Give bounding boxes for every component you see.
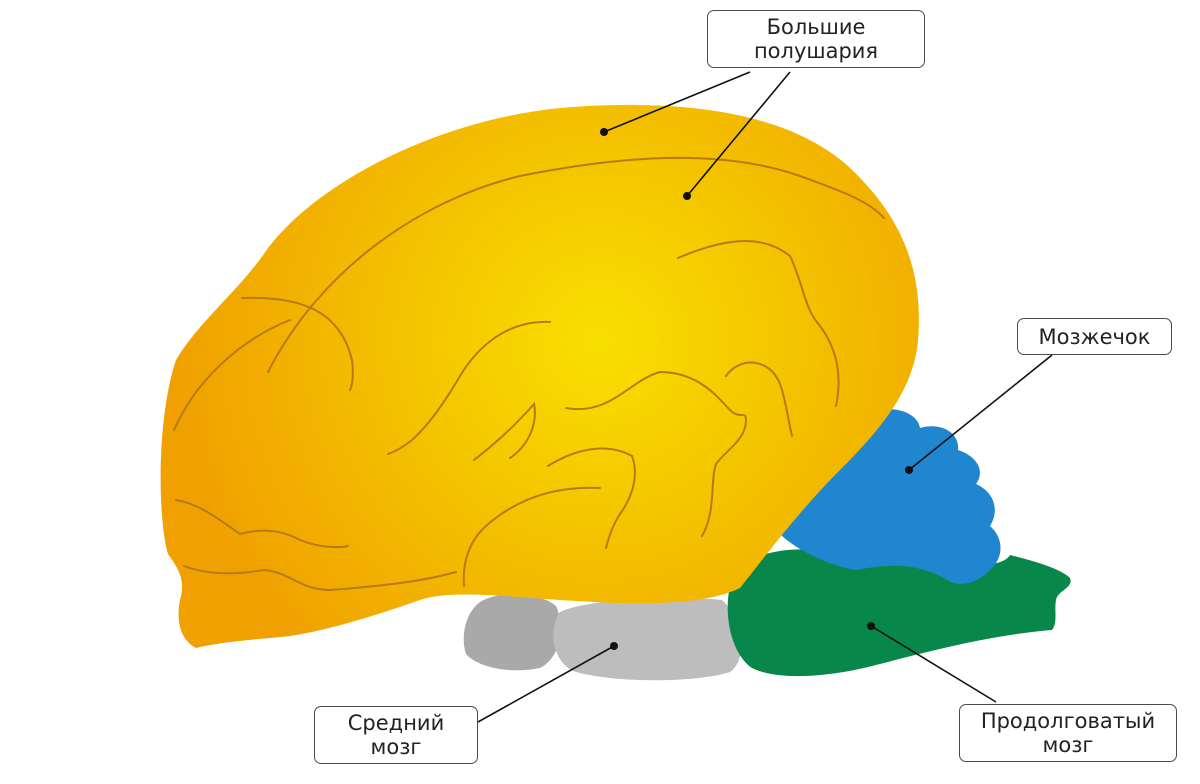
dot-hemispheres-b xyxy=(683,192,691,200)
sulcus-line xyxy=(267,156,885,373)
leader-midbrain xyxy=(477,645,615,723)
dot-medulla xyxy=(867,622,875,630)
leader-hemispheres-b xyxy=(686,71,791,197)
sulcus-line xyxy=(473,401,536,461)
sulcus-line xyxy=(462,486,601,587)
label-medulla-line-1: Продолговатый xyxy=(980,709,1156,733)
leader-lines xyxy=(477,71,1053,723)
hemispheres-shape xyxy=(160,104,919,649)
label-midbrain: Средний мозг xyxy=(314,706,478,764)
leader-cerebellum xyxy=(908,354,1053,471)
medulla-shape xyxy=(727,549,1071,677)
label-cerebellum: Мозжечок xyxy=(1017,318,1172,355)
dot-cerebellum xyxy=(905,466,913,474)
label-hemispheres-line-1: Большие xyxy=(766,15,866,39)
sulcus-line xyxy=(725,361,793,437)
dot-midbrain xyxy=(610,642,618,650)
sulcus-line xyxy=(565,370,748,537)
label-hemispheres: Большие полушария xyxy=(707,10,925,68)
leader-medulla xyxy=(870,625,997,703)
label-midbrain-line-2: мозг xyxy=(370,735,422,759)
sulcus-line xyxy=(387,320,551,455)
label-hemispheres-line-2: полушария xyxy=(753,39,879,63)
sulcus-line xyxy=(175,499,349,549)
label-cerebellum-text: Мозжечок xyxy=(1038,324,1151,349)
cerebellum-shape xyxy=(780,409,1001,584)
dot-hemispheres-a xyxy=(600,128,608,136)
midbrain-shape xyxy=(553,598,742,681)
sulcus-line xyxy=(677,240,840,407)
label-medulla: Продолговатый мозг xyxy=(959,704,1177,762)
sulci xyxy=(173,156,885,592)
sulcus-line xyxy=(241,296,354,391)
olfactory-lobe xyxy=(463,594,561,671)
sulcus-line xyxy=(547,447,636,549)
sulcus-line xyxy=(183,565,457,592)
label-medulla-line-2: мозг xyxy=(1042,733,1094,757)
sulcus-line xyxy=(173,319,291,431)
leader-dots xyxy=(600,128,913,650)
label-midbrain-line-1: Средний xyxy=(347,711,445,735)
leader-hemispheres-a xyxy=(603,71,751,133)
